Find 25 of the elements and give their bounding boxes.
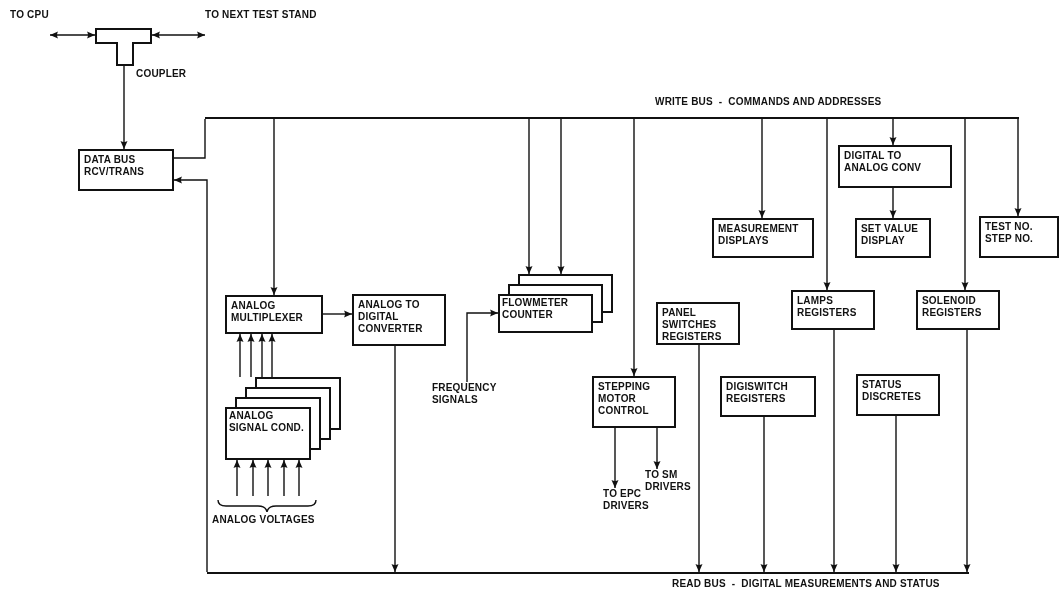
stacked-block-box: ANALOG SIGNAL COND. bbox=[225, 377, 341, 460]
block-box: STATUS DISCRETES bbox=[856, 374, 940, 416]
bus-line bbox=[207, 572, 969, 574]
bus-line bbox=[205, 117, 1019, 119]
block-box: DIGISWITCH REGISTERS bbox=[720, 376, 816, 417]
text-label: ANALOG VOLTAGES bbox=[212, 514, 315, 526]
node-caption: COUPLER bbox=[136, 68, 187, 80]
text-label: FREQUENCY SIGNALS bbox=[432, 382, 514, 408]
block-box: ANALOG TO DIGITAL CONVERTER bbox=[352, 294, 446, 346]
block-box: MEASUREMENT DISPLAYS bbox=[712, 218, 814, 258]
text-label: TO CPU bbox=[10, 9, 50, 40]
coupler-symbol bbox=[95, 28, 152, 66]
block-box: DIGITAL TO ANALOG CONV bbox=[838, 145, 952, 188]
node-caption: WRITE BUS - COMMANDS AND ADDRESSES bbox=[655, 96, 882, 108]
block-box: SOLENOID REGISTERS bbox=[916, 290, 1000, 330]
node-caption: READ BUS - DIGITAL MEASUREMENTS AND STATUS bbox=[672, 578, 940, 590]
text-label: TO NEXT TEST STAND bbox=[205, 9, 330, 40]
block-box: ANALOG MULTIPLEXER bbox=[225, 295, 323, 334]
block-box: SET VALUE DISPLAY bbox=[855, 218, 931, 258]
connector-line bbox=[173, 118, 206, 159]
block-box: DATA BUS RCV/TRANS bbox=[78, 149, 174, 191]
block-box: PANEL SWITCHES REGISTERS bbox=[656, 302, 740, 345]
block-box: TEST NO. STEP NO. bbox=[979, 216, 1059, 258]
block-box: STEPPING MOTOR CONTROL bbox=[592, 376, 676, 428]
block-box: LAMPS REGISTERS bbox=[791, 290, 875, 330]
